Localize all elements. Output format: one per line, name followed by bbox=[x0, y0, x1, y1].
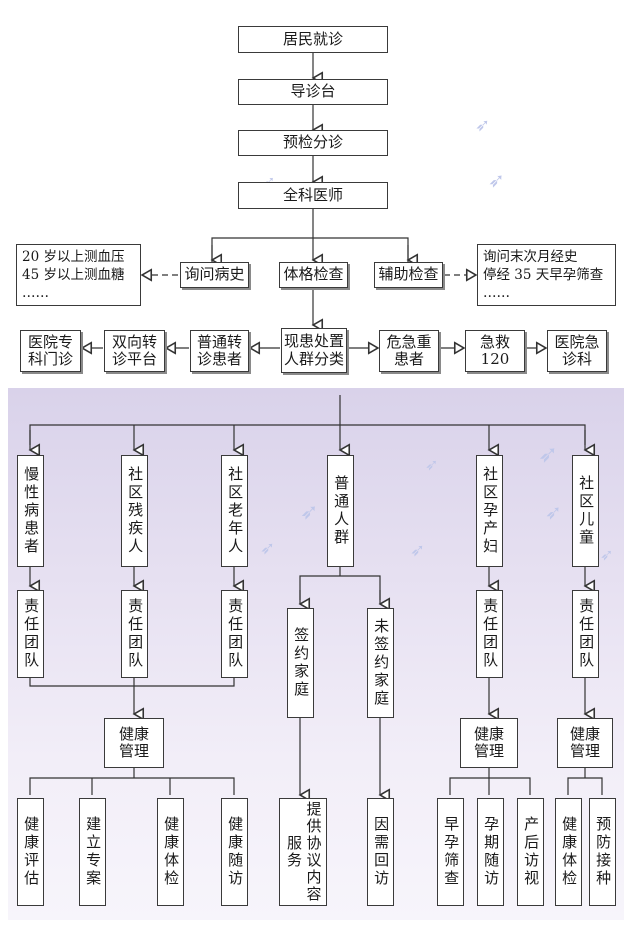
gp-label: 全科医师 bbox=[282, 185, 343, 204]
right-note-box: 询问末次月经史 停经 35 天早孕筛查 …… bbox=[477, 244, 616, 306]
resident-visit-label: 居民就诊 bbox=[282, 29, 343, 48]
bird-decoration-icon: ➶ bbox=[475, 115, 491, 136]
health-mgmt-box-main: 健康 管理 bbox=[104, 718, 164, 768]
pre-triage-box: 预检分诊 bbox=[238, 130, 388, 156]
disabled-group-box: 社区残疾人 bbox=[121, 455, 148, 567]
outcome-eval-box: 健康评估 bbox=[17, 798, 44, 906]
outcome-early-preg-box: 早孕筛查 bbox=[437, 798, 464, 906]
team-label: 责任团队 bbox=[22, 598, 41, 670]
team-label: 责任团队 bbox=[481, 598, 500, 670]
outcome-file-label: 建立专案 bbox=[84, 816, 103, 888]
aux-exam-box: 辅助检查 bbox=[374, 262, 443, 288]
referral-normal-label: 普通转 诊患者 bbox=[196, 332, 242, 368]
outcome-contract-box: 提供协议内容服务 bbox=[279, 798, 327, 906]
maternal-group-box: 社区孕产妇 bbox=[476, 455, 503, 567]
health-mgmt-label: 健康 管理 bbox=[118, 724, 149, 760]
signed-family-box: 签约家庭 bbox=[287, 608, 314, 718]
outcome-preg-visit-box: 孕期随访 bbox=[477, 798, 504, 906]
bird-decoration-icon: ➶ bbox=[300, 500, 319, 525]
left-note-box: 20 岁以上测血压 45 岁以上测血糖 …… bbox=[16, 244, 141, 306]
history-label: 询问病史 bbox=[184, 265, 245, 284]
unsigned-family-box: 未签约家庭 bbox=[367, 608, 394, 718]
gp-box: 全科医师 bbox=[238, 182, 388, 209]
team-box-chronic: 责任团队 bbox=[17, 590, 44, 678]
aux-exam-label: 辅助检查 bbox=[378, 265, 439, 284]
bird-decoration-icon: ➶ bbox=[545, 500, 562, 524]
bird-decoration-icon: ➶ bbox=[538, 440, 559, 468]
specialist-label: 医院专 科门诊 bbox=[27, 332, 73, 368]
maternal-group-label: 社区孕产妇 bbox=[481, 466, 500, 556]
general-group-box: 普通人群 bbox=[327, 455, 354, 567]
hospital-er-box: 医院急 诊科 bbox=[547, 330, 607, 372]
pre-triage-label: 预检分诊 bbox=[282, 133, 343, 152]
outcome-early-preg-label: 早孕筛查 bbox=[442, 816, 461, 888]
outcome-child-checkup-label: 健康体检 bbox=[560, 816, 579, 888]
emergency-box: 急救 120 bbox=[465, 330, 525, 372]
physical-exam-box: 体格检查 bbox=[279, 262, 348, 288]
signed-family-label: 签约家庭 bbox=[292, 627, 311, 699]
disabled-group-label: 社区残疾人 bbox=[126, 466, 145, 556]
left-note-text: 20 岁以上测血压 45 岁以上测血糖 …… bbox=[22, 248, 125, 302]
health-mgmt-label: 健康 管理 bbox=[473, 724, 504, 760]
outcome-contract-label: 提供协议内容服务 bbox=[285, 801, 323, 903]
outcome-postpartum-label: 产后访视 bbox=[522, 816, 541, 888]
chronic-group-box: 慢性病患者 bbox=[17, 455, 44, 567]
outcome-child-checkup-box: 健康体检 bbox=[555, 798, 582, 906]
children-group-label: 社区儿童 bbox=[577, 475, 596, 547]
two-way-referral-box: 双向转 诊平台 bbox=[104, 330, 165, 372]
outcome-followup-label: 健康随访 bbox=[226, 816, 245, 888]
outcome-on-demand-label: 因需回访 bbox=[372, 816, 391, 888]
team-label: 责任团队 bbox=[126, 598, 145, 670]
chronic-group-label: 慢性病患者 bbox=[22, 466, 41, 556]
bird-decoration-icon: ➶ bbox=[425, 455, 439, 474]
team-box-maternal: 责任团队 bbox=[476, 590, 503, 678]
elderly-group-box: 社区老年人 bbox=[221, 455, 248, 567]
health-mgmt-label: 健康 管理 bbox=[569, 724, 600, 760]
specialist-box: 医院专 科门诊 bbox=[20, 330, 81, 372]
bird-decoration-icon: ➶ bbox=[600, 545, 614, 564]
critical-box: 危急重 患者 bbox=[379, 330, 439, 372]
outcome-on-demand-box: 因需回访 bbox=[367, 798, 394, 906]
bird-decoration-icon: ➶ bbox=[260, 538, 276, 559]
outcome-followup-box: 健康随访 bbox=[221, 798, 248, 906]
team-box-elderly: 责任团队 bbox=[221, 590, 248, 678]
bird-decoration-icon: ➶ bbox=[488, 168, 505, 192]
health-mgmt-box-maternal: 健康 管理 bbox=[460, 718, 518, 768]
unsigned-family-label: 未签约家庭 bbox=[372, 618, 391, 708]
outcome-checkup-label: 健康体检 bbox=[162, 816, 181, 888]
outcome-postpartum-box: 产后访视 bbox=[517, 798, 544, 906]
outcome-checkup-box: 健康体检 bbox=[157, 798, 184, 906]
emergency-label: 急救 120 bbox=[479, 332, 510, 368]
outcome-vaccination-label: 预防接种 bbox=[594, 816, 613, 888]
elderly-group-label: 社区老年人 bbox=[226, 466, 245, 556]
children-group-box: 社区儿童 bbox=[572, 455, 599, 567]
health-mgmt-box-children: 健康 管理 bbox=[557, 718, 613, 768]
two-way-referral-label: 双向转 诊平台 bbox=[111, 332, 157, 368]
team-label: 责任团队 bbox=[226, 598, 245, 670]
bird-decoration-icon: ➶ bbox=[410, 540, 426, 561]
triage-desk-box: 导诊台 bbox=[238, 79, 388, 105]
outcome-file-box: 建立专案 bbox=[79, 798, 106, 906]
resident-visit-box: 居民就诊 bbox=[238, 26, 388, 53]
outcome-eval-label: 健康评估 bbox=[22, 816, 41, 888]
classify-label: 现患处置 人群分类 bbox=[283, 332, 344, 368]
outcome-vaccination-box: 预防接种 bbox=[589, 798, 616, 906]
hospital-er-label: 医院急 诊科 bbox=[554, 332, 600, 368]
outcome-preg-visit-label: 孕期随访 bbox=[482, 816, 501, 888]
history-box: 询问病史 bbox=[180, 262, 249, 288]
classify-box: 现患处置 人群分类 bbox=[281, 328, 347, 373]
team-box-disabled: 责任团队 bbox=[121, 590, 148, 678]
team-label: 责任团队 bbox=[577, 598, 596, 670]
triage-desk-label: 导诊台 bbox=[290, 82, 336, 101]
referral-normal-box: 普通转 诊患者 bbox=[190, 330, 249, 372]
critical-label: 危急重 患者 bbox=[386, 332, 432, 368]
general-group-label: 普通人群 bbox=[332, 475, 351, 547]
team-box-children: 责任团队 bbox=[572, 590, 599, 678]
physical-exam-label: 体格检查 bbox=[283, 265, 344, 284]
right-note-text: 询问末次月经史 停经 35 天早孕筛查 …… bbox=[483, 248, 604, 302]
